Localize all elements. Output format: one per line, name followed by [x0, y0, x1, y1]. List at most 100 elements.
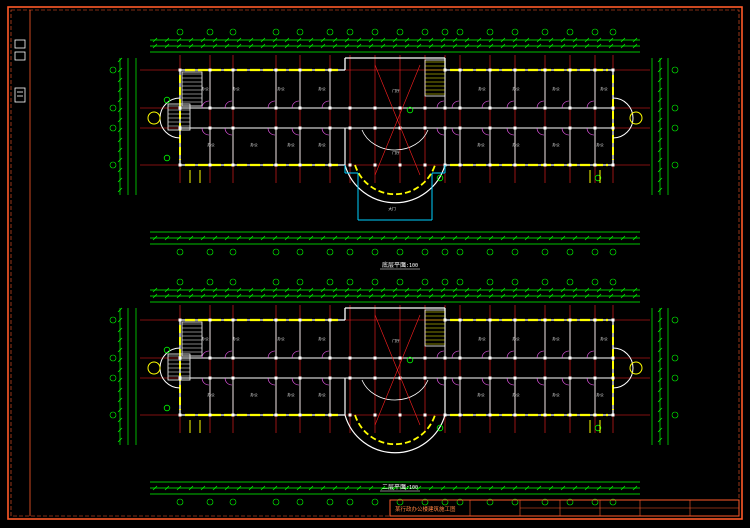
dimension-tick: [117, 327, 123, 333]
dimension-tick: [224, 287, 230, 293]
dimension-tick: [416, 235, 422, 241]
dimension-tick: [584, 287, 590, 293]
column: [208, 126, 212, 130]
column: [328, 126, 332, 130]
axis-bubble: [421, 278, 429, 286]
door-swing: [536, 377, 545, 386]
column: [208, 106, 212, 110]
dimension-tick: [416, 293, 422, 299]
dimension-tick: [284, 43, 290, 49]
axis-bubble: [272, 278, 280, 286]
dimension-tick: [344, 235, 350, 241]
door-swing: [536, 127, 545, 136]
dimension-tick: [117, 307, 123, 313]
dimension-tick: [428, 43, 434, 49]
upper-plan-title: 底层平面: [382, 261, 406, 269]
upper-floor-plan: 办公办公办公办公办公办公办公办公办公办公办公办公办公办公办公办公门厅门厅大门: [109, 28, 679, 256]
dimension-tick: [224, 293, 230, 299]
dimension-tick: [296, 235, 302, 241]
lower-plan-scale: 1:100: [403, 485, 418, 491]
room-label: 办公: [512, 336, 520, 341]
dimension-tick: [392, 485, 398, 491]
dimension-tick: [416, 485, 422, 491]
dimension-tick: [368, 235, 374, 241]
dimension-tick: [657, 77, 663, 83]
dimension-tick: [452, 43, 458, 49]
dimension-tick: [596, 37, 602, 43]
door-swing: [506, 127, 515, 136]
column: [178, 413, 182, 417]
column: [458, 68, 462, 72]
dimension-tick: [548, 287, 554, 293]
dimension-tick: [452, 293, 458, 299]
dimension-tick: [452, 37, 458, 43]
dimension-tick: [464, 235, 470, 241]
axis-bubble: [511, 248, 519, 256]
column: [568, 163, 572, 167]
dimension-tick: [117, 97, 123, 103]
axis-bubble: [176, 498, 184, 506]
door-swing: [586, 350, 595, 359]
dimension-tick: [320, 43, 326, 49]
door-swing: [224, 350, 233, 359]
dimension-tick: [452, 235, 458, 241]
dimension-tick: [572, 485, 578, 491]
dimension-tick: [572, 293, 578, 299]
column: [373, 356, 377, 360]
dimension-tick: [608, 293, 614, 299]
rotunda-window: [354, 164, 436, 196]
column: [231, 376, 235, 380]
dimension-tick: [657, 107, 663, 113]
door-swing: [451, 350, 460, 359]
dimension-tick: [212, 37, 218, 43]
room-label: 办公: [552, 142, 560, 147]
room-label: 门厅: [392, 338, 400, 343]
column: [611, 318, 615, 322]
dimension-tick: [416, 37, 422, 43]
dimension-tick: [620, 293, 626, 299]
dimension-tick: [536, 43, 542, 49]
dimension-tick: [536, 485, 542, 491]
column: [274, 163, 278, 167]
column: [593, 413, 597, 417]
dimension-tick: [200, 235, 206, 241]
dimension-tick: [272, 287, 278, 293]
column: [543, 106, 547, 110]
column: [178, 163, 182, 167]
dimension-tick: [332, 235, 338, 241]
dimension-tick: [440, 235, 446, 241]
column: [543, 376, 547, 380]
dimension-tick: [320, 485, 326, 491]
dimension-tick: [320, 293, 326, 299]
dimension-tick: [117, 347, 123, 353]
axis-bubble: [566, 498, 574, 506]
column: [298, 106, 302, 110]
dimension-tick: [632, 287, 638, 293]
room-label: 办公: [250, 142, 258, 147]
dimension-tick: [404, 235, 410, 241]
dimension-tick: [476, 43, 482, 49]
dimension-tick: [512, 235, 518, 241]
axis-bubble: [591, 28, 599, 36]
axis-bubble: [441, 278, 449, 286]
column: [458, 318, 462, 322]
dimension-tick: [657, 97, 663, 103]
dimension-tick: [632, 43, 638, 49]
dimension-tick: [500, 485, 506, 491]
dimension-tick: [657, 317, 663, 323]
column: [593, 318, 597, 322]
axis-bubble: [109, 374, 117, 382]
axis-bubble: [272, 248, 280, 256]
axis-bubble: [109, 104, 117, 112]
axis-bubble: [206, 278, 214, 286]
rotunda-wall: [344, 164, 446, 204]
dimension-tick: [464, 43, 470, 49]
axis-bubble: [371, 248, 379, 256]
dimension-tick: [404, 293, 410, 299]
column: [328, 413, 332, 417]
door-swing: [321, 127, 330, 136]
column: [348, 126, 352, 130]
dimension-tick: [632, 485, 638, 491]
dimension-tick: [176, 287, 182, 293]
